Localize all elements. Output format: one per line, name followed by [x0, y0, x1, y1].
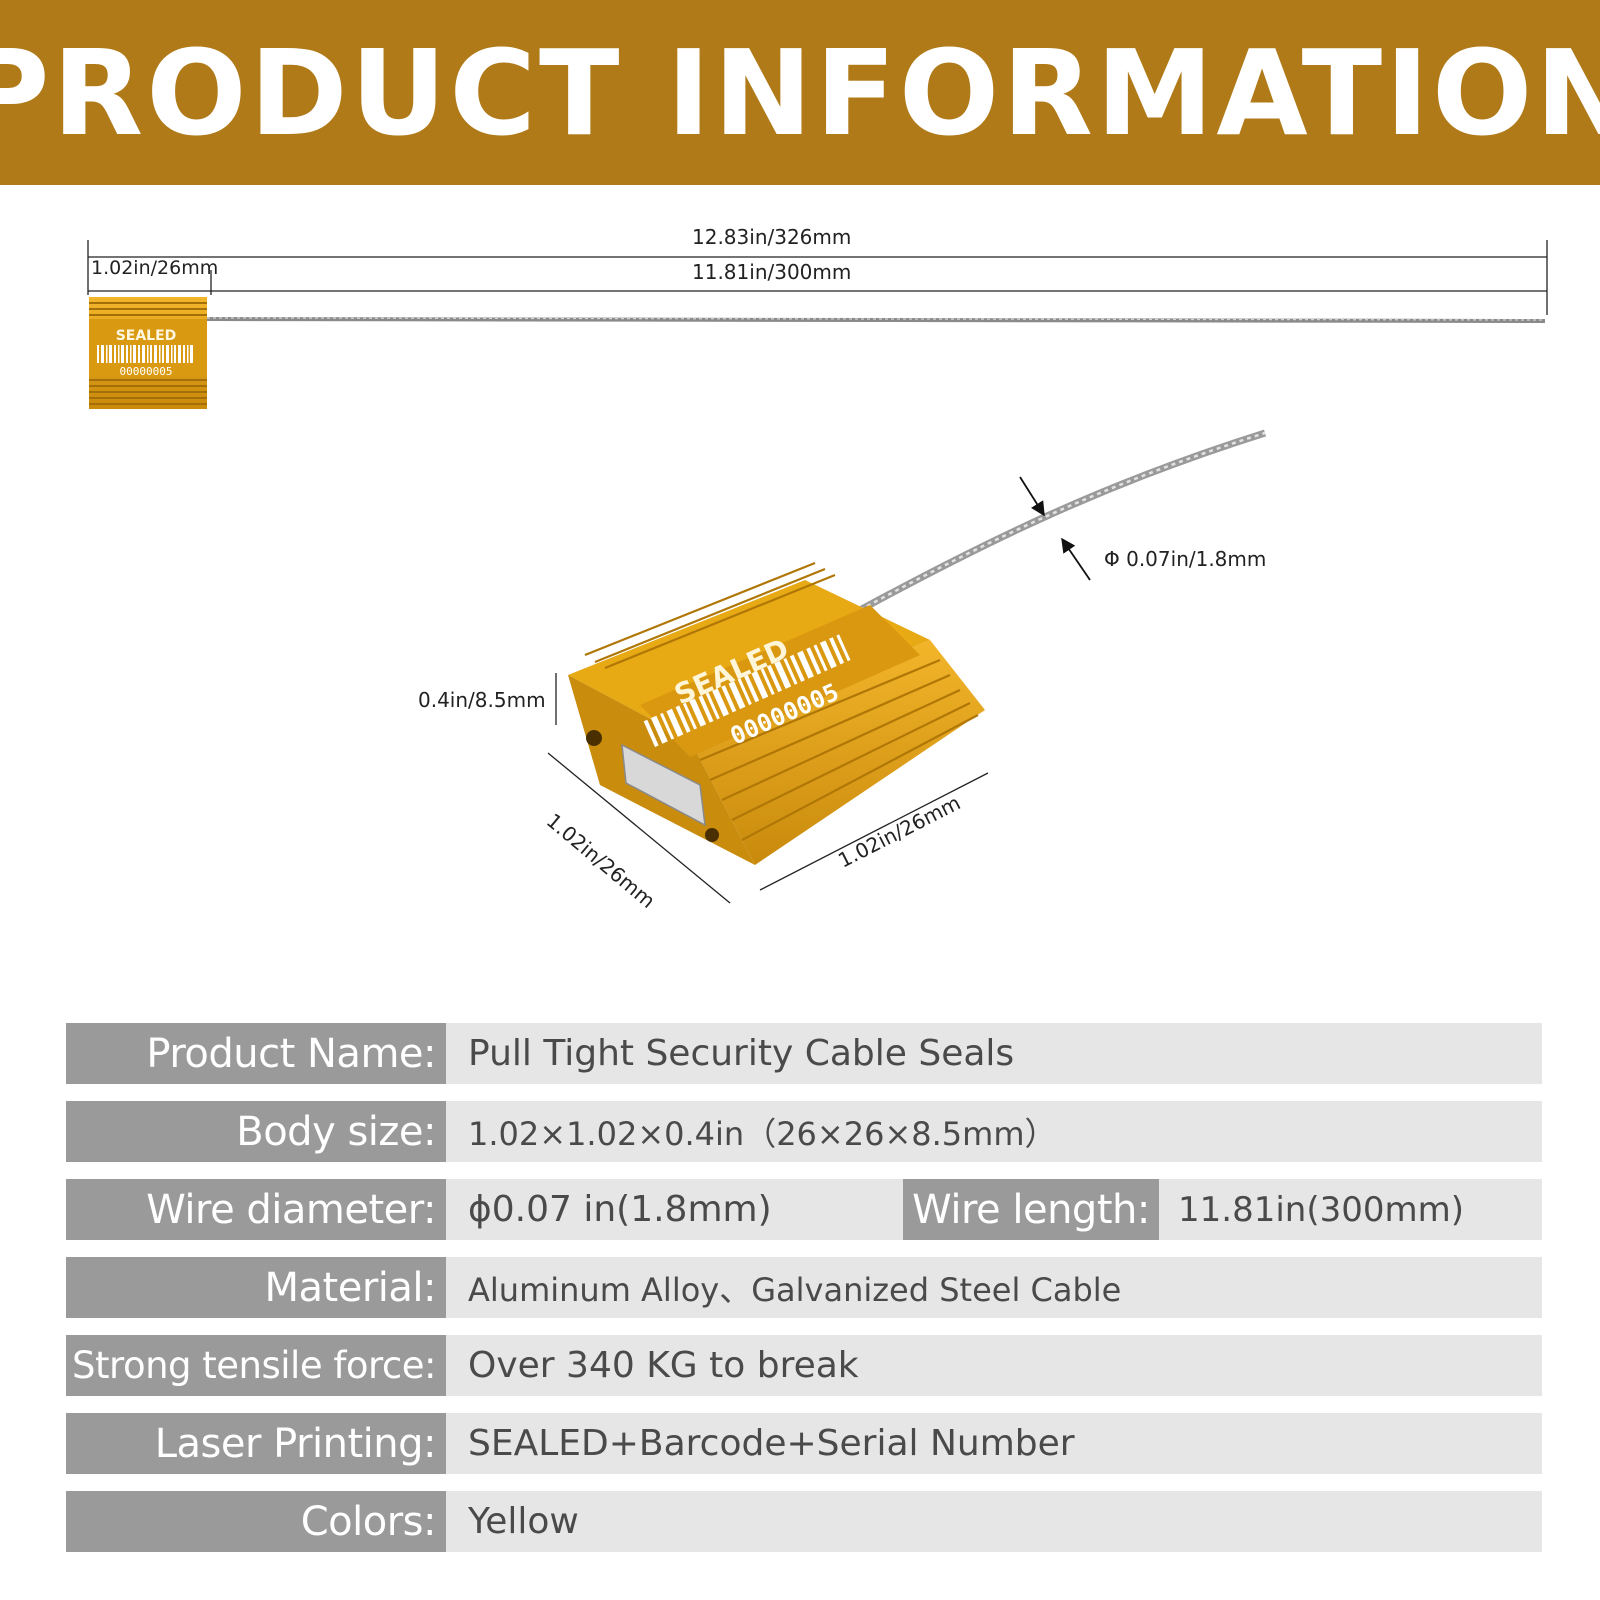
- spec-value: Over 340 KG to break: [468, 1345, 859, 1386]
- seal-side-view: SEALED 00000005: [89, 297, 207, 409]
- spec-label: Laser Printing:: [66, 1413, 446, 1474]
- spec-label: Product Name:: [66, 1023, 446, 1084]
- spec-value: Pull Tight Security Cable Seals: [468, 1033, 1015, 1074]
- product-dimension-figure: SEALED 00000005: [0, 185, 1600, 1015]
- wire-diameter-dimension-label: Φ 0.07in/1.8mm: [1104, 547, 1267, 571]
- spec-value: Aluminum Alloy、Galvanized Steel Cable: [468, 1270, 1122, 1309]
- spec-row-tensile-force: Strong tensile force: Over 340 KG to bre…: [66, 1335, 1542, 1396]
- spec-label: Material:: [66, 1257, 446, 1318]
- spec-value: Yellow: [468, 1501, 579, 1542]
- spec-value: SEALED+Barcode+Serial Number: [468, 1423, 1075, 1464]
- product-information-banner: PRODUCT INFORMATION: [0, 0, 1600, 185]
- wire-diameter-arrows: [1019, 476, 1091, 581]
- spec-row-wire: Wire diameter: ϕ0.07 in(1.8mm) Wire leng…: [66, 1179, 1542, 1240]
- spec-value-wire-length: 11.81in(300mm): [1178, 1189, 1464, 1230]
- spec-row-laser-printing: Laser Printing: SEALED+Barcode+Serial Nu…: [66, 1413, 1542, 1474]
- spec-row-colors: Colors: Yellow: [66, 1491, 1542, 1552]
- spec-label: Body size:: [66, 1101, 446, 1162]
- head-length-label: 1.02in/26mm: [91, 257, 219, 279]
- seal-perspective-view: SEALED 00000005: [568, 561, 985, 865]
- svg-text:00000005: 00000005: [120, 365, 173, 378]
- total-length-label: 12.83in/326mm: [692, 225, 852, 249]
- spec-label-wire-length: Wire length:: [903, 1179, 1159, 1240]
- svg-text:SEALED: SEALED: [116, 328, 177, 344]
- specification-table: Product Name: Pull Tight Security Cable …: [66, 1023, 1542, 1569]
- seal-dimension-lines: [547, 673, 989, 904]
- wire-perspective: [858, 429, 1267, 614]
- page-title: PRODUCT INFORMATION: [0, 23, 1600, 162]
- wire-side-view: [206, 317, 1546, 323]
- spec-row-product-name: Product Name: Pull Tight Security Cable …: [66, 1023, 1542, 1084]
- spec-value: ϕ0.07 in(1.8mm): [468, 1189, 772, 1230]
- spec-label: Strong tensile force:: [66, 1335, 446, 1396]
- spec-value: 1.02×1.02×0.4in（26×26×8.5mm）: [468, 1114, 1057, 1153]
- spec-label: Colors:: [66, 1491, 446, 1552]
- spec-row-material: Material: Aluminum Alloy、Galvanized Stee…: [66, 1257, 1542, 1318]
- product-drawing: SEALED 00000005: [87, 240, 1548, 904]
- spec-row-body-size: Body size: 1.02×1.02×0.4in（26×26×8.5mm）: [66, 1101, 1542, 1162]
- thickness-label: 0.4in/8.5mm: [418, 688, 546, 712]
- spec-label: Wire diameter:: [66, 1179, 446, 1240]
- top-dimension-lines: [87, 240, 1548, 315]
- wire-length-label: 11.81in/300mm: [692, 260, 852, 284]
